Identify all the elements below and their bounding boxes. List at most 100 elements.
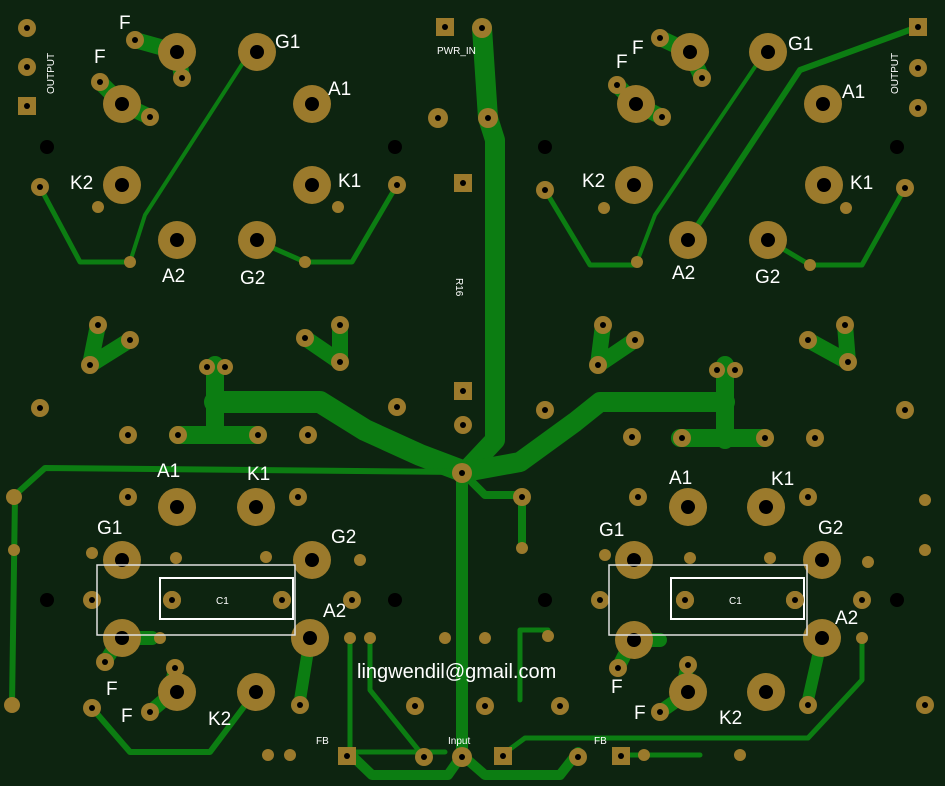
- label-br-k2: K2: [719, 708, 742, 729]
- label-output-right: OUTPUT: [890, 53, 901, 94]
- pad-tr-g2: [749, 221, 787, 259]
- label-tr-a1: A1: [842, 82, 865, 103]
- pad-br-k2: [747, 673, 785, 711]
- label-c1-right: C1: [729, 596, 742, 607]
- label-tr-f1: F: [632, 38, 644, 59]
- trace-left-feed: [9, 465, 465, 708]
- label-tl-g1: G1: [275, 32, 300, 53]
- pad-tl-g2: [238, 221, 276, 259]
- trace-tr-g1: [635, 50, 767, 264]
- label-tr-g2: G2: [755, 267, 780, 288]
- label-br-a2: A2: [835, 608, 858, 629]
- label-tl-f2: F: [94, 47, 106, 68]
- label-bl-g2: G2: [331, 527, 356, 548]
- outline-right-block: [608, 564, 808, 636]
- pad-br-a2: [803, 619, 841, 657]
- pad-tr-f1: [671, 33, 709, 71]
- trace-star-right: [455, 392, 735, 482]
- pad-tr-g1: [749, 33, 787, 71]
- silkscreen-text: PWR_IN OUTPUT OUTPUT R16 lingwendil@gmai…: [46, 13, 901, 747]
- trace-bl-fb2: [367, 635, 423, 755]
- label-br-f2: F: [634, 703, 646, 724]
- trace-tr-g2: [765, 185, 908, 268]
- pad-bl-f1: [103, 619, 141, 657]
- label-tl-a2: A2: [162, 266, 185, 287]
- label-output-left: OUTPUT: [46, 53, 57, 94]
- label-bl-k2: K2: [208, 709, 231, 730]
- pad-bl-g2: [293, 541, 331, 579]
- label-fb-right: FB: [594, 736, 607, 747]
- small-pads: [4, 18, 934, 767]
- label-br-a1: A1: [669, 468, 692, 489]
- pad-tl-a2: [158, 221, 196, 259]
- label-tl-f1: F: [119, 13, 131, 34]
- pad-tr-k1: [805, 166, 843, 204]
- pad-br-g2: [803, 541, 841, 579]
- label-tl-a1: A1: [328, 79, 351, 100]
- large-pads: [103, 33, 843, 711]
- label-tl-k1: K1: [338, 171, 361, 192]
- label-bl-a2: A2: [323, 601, 346, 622]
- pad-bl-g1: [103, 541, 141, 579]
- label-input: Input: [448, 736, 470, 747]
- c1-left-outline: [159, 577, 294, 620]
- trace-tr-a2: [685, 25, 918, 243]
- pad-tl-g1: [238, 33, 276, 71]
- pad-br-k1: [747, 488, 785, 526]
- pad-bl-a2: [291, 619, 329, 657]
- trace-tl-g1: [128, 50, 252, 264]
- pad-bl-k2: [237, 673, 275, 711]
- pad-bl-a1: [158, 488, 196, 526]
- label-br-g1: G1: [599, 520, 624, 541]
- label-bl-f2: F: [121, 706, 133, 727]
- pad-tr-a2: [669, 221, 707, 259]
- label-pwr-in: PWR_IN: [437, 46, 476, 57]
- trace-ground-branch: [458, 468, 526, 552]
- outline-left-block: [96, 564, 296, 636]
- copper-traces: [9, 18, 918, 780]
- pad-tl-f2: [103, 85, 141, 123]
- label-r16: R16: [453, 278, 464, 297]
- trace-bl-k2: [89, 689, 258, 755]
- label-c1-left: C1: [216, 596, 229, 607]
- label-tr-k1: K1: [850, 173, 873, 194]
- label-tr-f2: F: [616, 52, 628, 73]
- label-br-k1: K1: [771, 469, 794, 490]
- label-bl-k1: K1: [247, 464, 270, 485]
- label-br-f1: F: [611, 677, 623, 698]
- label-tl-k2: K2: [70, 173, 93, 194]
- pad-tl-f1: [158, 33, 196, 71]
- pad-tr-a1: [804, 85, 842, 123]
- mounting-holes: [40, 140, 904, 607]
- trace-tl-k2: [37, 184, 133, 265]
- pad-tr-k2: [615, 166, 653, 204]
- c1-right-outline: [670, 577, 805, 620]
- pad-br-a1: [669, 488, 707, 526]
- pad-tl-k1: [293, 166, 331, 204]
- label-tr-k2: K2: [582, 171, 605, 192]
- trace-br-a2-long: [499, 635, 865, 758]
- label-email: lingwendil@gmail.com: [357, 661, 556, 683]
- trace-power-trunk: [455, 18, 505, 482]
- label-bl-g1: G1: [97, 518, 122, 539]
- pad-br-f1: [615, 621, 653, 659]
- pad-tl-a1: [293, 85, 331, 123]
- label-tr-a2: A2: [672, 263, 695, 284]
- trace-tl-g2: [252, 182, 400, 265]
- label-fb-left: FB: [316, 736, 329, 747]
- trace-tr-k2: [542, 187, 640, 268]
- pad-br-f2: [669, 673, 707, 711]
- silkscreen-outlines: [96, 564, 808, 636]
- label-br-g2: G2: [818, 518, 843, 539]
- label-bl-a1: A1: [157, 461, 180, 482]
- pad-tl-k2: [103, 166, 141, 204]
- label-tr-g1: G1: [788, 34, 813, 55]
- pad-tr-f2: [617, 85, 655, 123]
- label-bl-f1: F: [106, 679, 118, 700]
- pad-bl-f2: [158, 673, 196, 711]
- trace-star-left: [204, 391, 476, 483]
- square-pads: [18, 18, 927, 765]
